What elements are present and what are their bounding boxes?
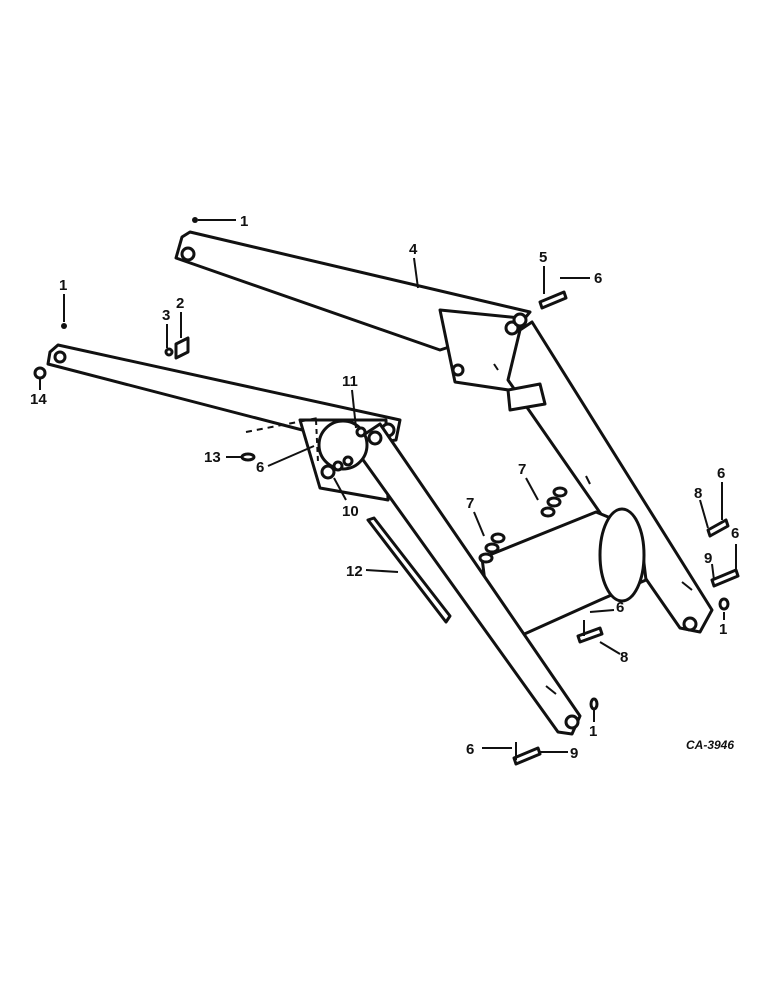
callout-6-bottom: 6 bbox=[466, 741, 474, 758]
upper-support-leg bbox=[506, 320, 714, 634]
callout-4: 4 bbox=[409, 241, 418, 258]
callout-6-right-a: 6 bbox=[717, 465, 725, 482]
callout-1-left: 1 bbox=[59, 277, 67, 294]
pin-part-13 bbox=[240, 452, 256, 462]
upper-boom-arm bbox=[174, 230, 532, 394]
callout-5: 5 bbox=[539, 249, 547, 266]
chain-link-right bbox=[540, 486, 568, 518]
callout-9-right: 9 bbox=[704, 550, 712, 567]
chain-link-left bbox=[478, 532, 506, 564]
callout-10: 10 bbox=[342, 503, 359, 520]
callout-1-bottom: 1 bbox=[589, 723, 597, 740]
pin-right-upper bbox=[706, 518, 730, 538]
pin-right-lower bbox=[710, 568, 740, 588]
callout-9-bottom: 9 bbox=[570, 745, 578, 762]
pin-middle bbox=[576, 626, 604, 644]
callout-2: 2 bbox=[176, 295, 184, 312]
pin-part-5 bbox=[538, 290, 568, 310]
leader-lines bbox=[39, 219, 737, 760]
pivot-bracket bbox=[245, 417, 383, 480]
callout-3: 3 bbox=[162, 307, 170, 324]
cross-tube bbox=[480, 382, 648, 638]
rod-part-12 bbox=[366, 516, 452, 624]
callout-6-top: 6 bbox=[594, 270, 602, 287]
callout-7-right: 7 bbox=[518, 461, 526, 478]
callout-14: 14 bbox=[30, 391, 47, 408]
callout-8-right: 8 bbox=[694, 485, 702, 502]
figure-code: CA-3946 bbox=[686, 738, 734, 752]
callout-1-right: 1 bbox=[719, 621, 727, 638]
callout-6-mid: 6 bbox=[256, 459, 264, 476]
small-hardware bbox=[33, 217, 740, 766]
callout-11: 11 bbox=[342, 373, 358, 390]
callout-12: 12 bbox=[346, 563, 363, 580]
pin-bottom bbox=[512, 746, 542, 766]
clip-part-2 bbox=[174, 336, 190, 360]
callout-6-lower: 6 bbox=[616, 599, 624, 616]
callout-6-right-b: 6 bbox=[731, 525, 739, 542]
callout-labels: 1 1 2 3 4 5 6 14 11 13 6 10 12 7 7 6 8 6… bbox=[30, 213, 739, 762]
callout-7-left: 7 bbox=[466, 495, 474, 512]
callout-1-top: 1 bbox=[240, 213, 248, 230]
callout-8-lower: 8 bbox=[620, 649, 628, 666]
callout-13: 13 bbox=[204, 449, 221, 466]
washer-part-3 bbox=[164, 347, 174, 357]
